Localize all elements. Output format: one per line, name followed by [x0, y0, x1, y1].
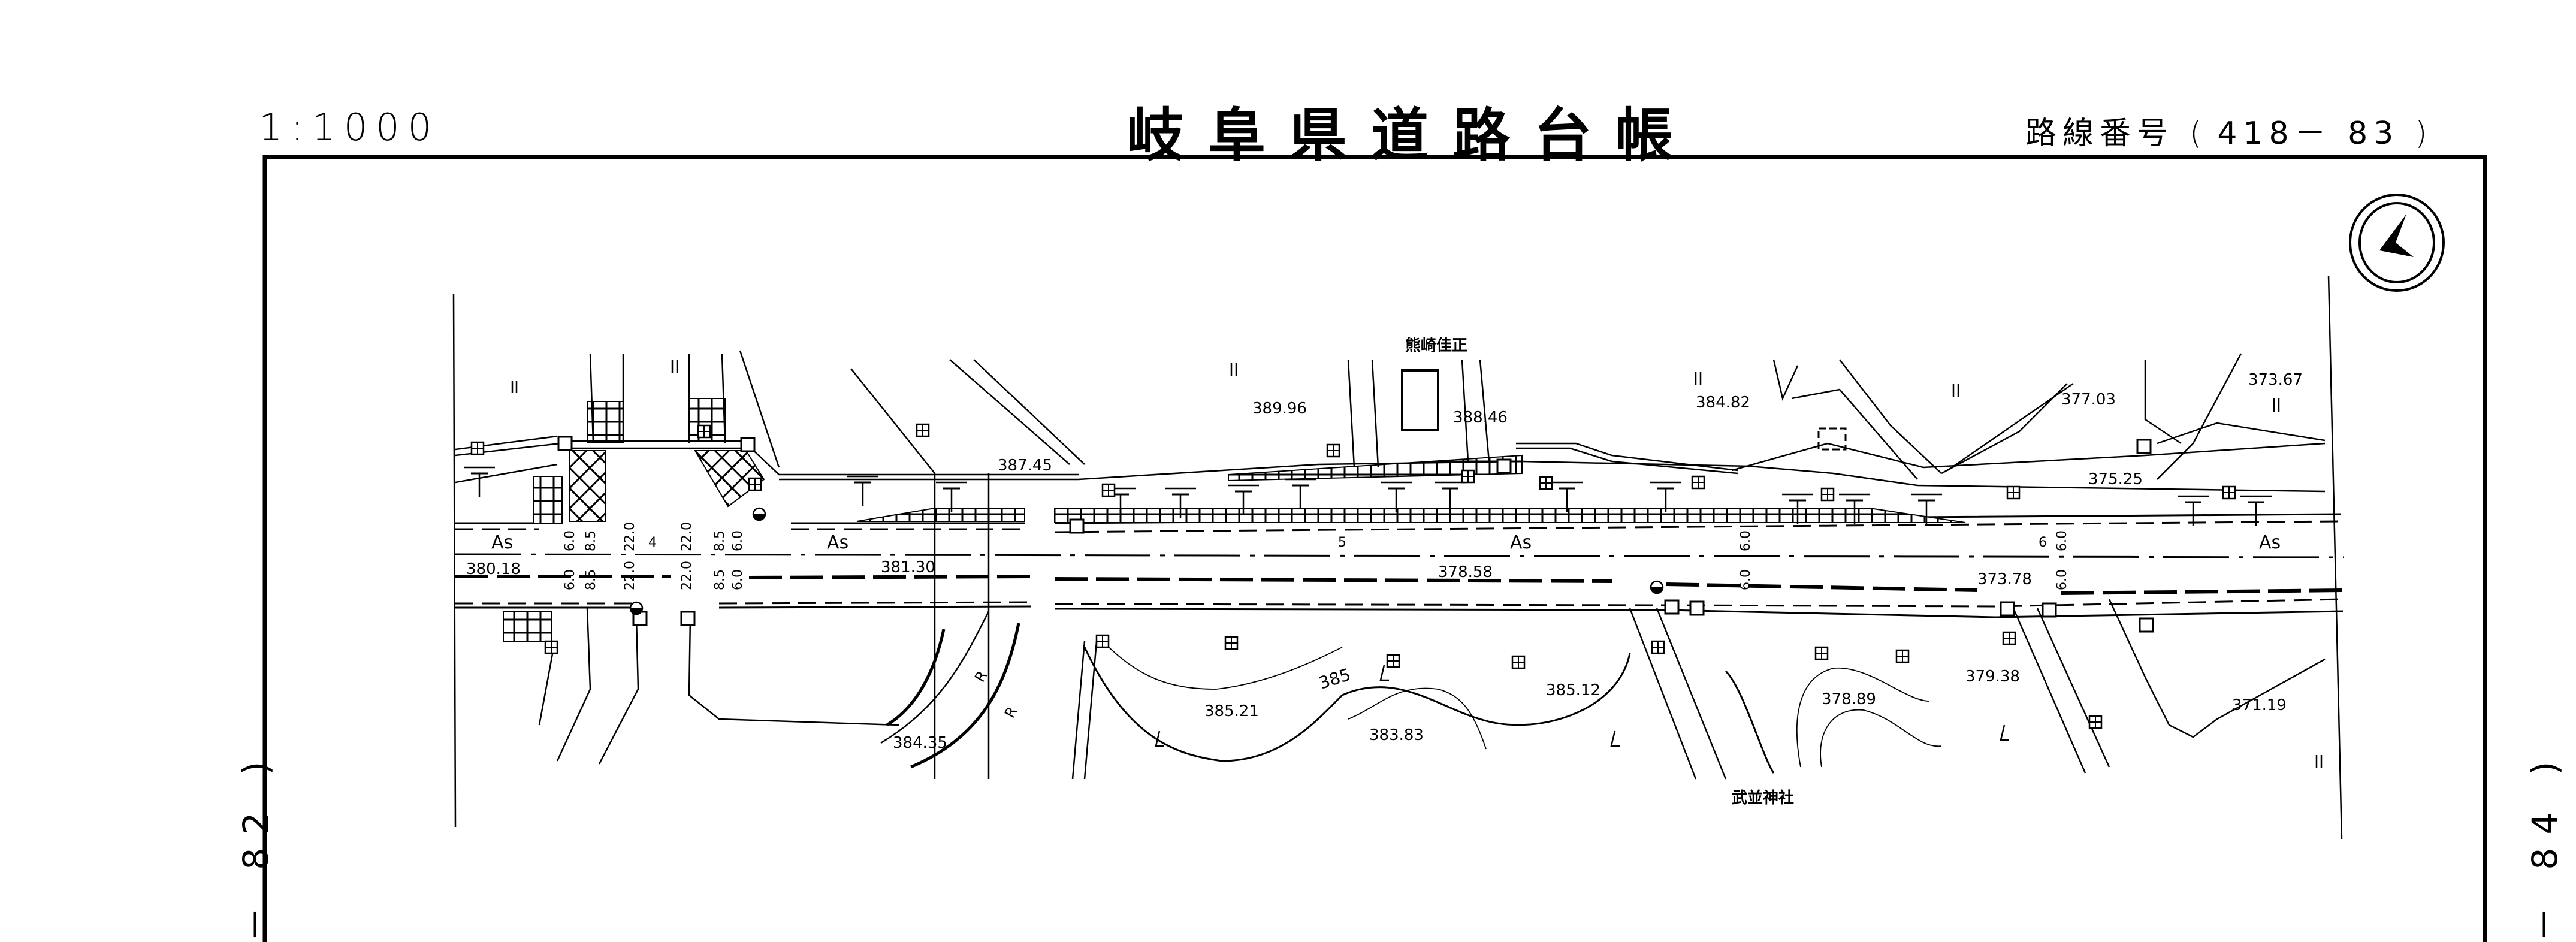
north-boundaries: [455, 422, 2326, 493]
dimension-label: 8.5: [584, 530, 599, 551]
route-number: 路線番号 (418－ 83): [2025, 108, 2443, 153]
scale-label: 1:1000: [259, 105, 440, 149]
landmark-house: 熊崎佳正: [1405, 336, 1467, 355]
elevation-label: 371.19: [2232, 696, 2287, 714]
dimension-label: 8.5: [712, 569, 727, 590]
elevation-label: 373.78: [1977, 570, 2032, 588]
north-arrow-icon: [2349, 194, 2445, 292]
dimension-label: 6.0: [563, 569, 578, 590]
dimension-label: 6.0: [563, 530, 578, 551]
elevation-label: 378.58: [1438, 563, 1493, 581]
route-number-value: 418－ 83: [2217, 116, 2400, 152]
dimension-label: 22.0: [680, 561, 694, 590]
fire-hydrant-icons: [629, 507, 1664, 615]
route-open-paren: (: [2190, 116, 2202, 152]
sheet-frame: [262, 155, 2487, 942]
elevation-label: 384.35: [893, 734, 947, 752]
contour-label: 385: [1316, 665, 1353, 693]
elevation-label: 378.89: [1822, 690, 1876, 708]
dimension-label: 6.0: [2055, 569, 2070, 590]
elevation-label: 375.25: [2088, 470, 2143, 488]
elevation-label: 377.03: [2061, 391, 2116, 409]
dimension-label: 22.0: [623, 522, 638, 551]
dimension-label: 8.5: [584, 569, 599, 590]
dimension-label: 6.0: [730, 569, 745, 590]
dimension-label: 6: [2039, 535, 2047, 550]
elevation-label: 388.46: [1453, 409, 1508, 427]
side-roads-south: [538, 599, 2326, 780]
map-extent-lines: [452, 275, 2343, 840]
dimension-label: 5: [1338, 535, 1346, 550]
surface-label: As: [491, 532, 513, 553]
elevation-label: 385.21: [1204, 702, 1259, 720]
dimension-label: 6.0: [1738, 530, 1753, 551]
contour-lines: [1083, 641, 1942, 774]
elevation-label: 383.83: [1369, 726, 1424, 744]
dimension-label: 8.5: [712, 530, 727, 551]
vegetation-symbols: [511, 360, 2323, 768]
building-outline: [1401, 369, 1439, 431]
main-road: [455, 513, 2345, 618]
surface-label: As: [1510, 532, 1532, 553]
elevation-label: 384.82: [1696, 394, 1750, 412]
elevation-label: 387.45: [998, 457, 1052, 475]
dimension-label: 6.0: [2055, 530, 2070, 551]
surface-label: As: [2259, 532, 2281, 553]
elevation-label: 381.30: [881, 558, 935, 576]
landmark-shrine: 武並神社: [1732, 789, 1794, 807]
sidewalk-planting-north: [503, 398, 1966, 642]
route-number-label: 路線番号: [2025, 116, 2175, 152]
elevation-label: 380.18: [466, 560, 521, 578]
route-close-paren: ): [2415, 116, 2427, 152]
curve-radius-label: R: [1001, 704, 1021, 721]
shed-outline: [1817, 427, 1847, 451]
dimension-label: 22.0: [680, 522, 694, 551]
elevation-label: 379.38: [1965, 668, 2020, 686]
dimension-label: 6.0: [730, 530, 745, 551]
elevation-label: 373.67: [2248, 371, 2303, 389]
curve-radius-label: R: [971, 668, 991, 685]
dimension-label: 4: [648, 535, 657, 550]
dimension-label: 6.0: [1738, 569, 1753, 590]
dimension-label: 22.0: [623, 561, 638, 590]
elevation-label: 385.12: [1546, 681, 1600, 699]
elevation-label: 389.96: [1252, 400, 1307, 418]
surface-label: As: [827, 532, 848, 553]
side-roads-north: [589, 350, 2242, 779]
map-labels: 熊崎佳正 武並神社 As As As As 380.18 381.30 387.…: [466, 336, 2303, 807]
